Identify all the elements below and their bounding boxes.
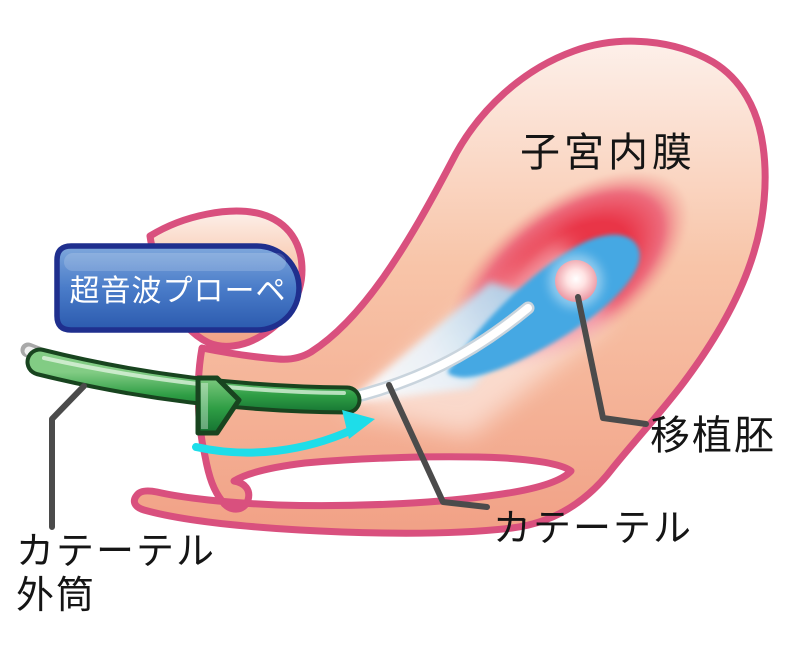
- ultrasound-probe: [54, 243, 302, 333]
- sheath-label-line1: カテーテル: [16, 531, 217, 573]
- embryo: [555, 260, 597, 302]
- insertion-arrow-icon: [192, 426, 356, 457]
- insertion-arrowhead-icon: [342, 410, 375, 439]
- probe-sheen: [64, 253, 286, 271]
- embryo-label: 移植胚: [650, 414, 776, 458]
- catheter-sheath: [29, 351, 358, 411]
- sheath-label-line2: 外筒: [16, 575, 97, 618]
- catheter-sheath-highlight: [42, 356, 346, 395]
- endometrium-label: 子宮内膜: [520, 131, 696, 175]
- leader-line-embryo: [575, 294, 649, 427]
- sheath-label: カテーテル 外筒: [16, 530, 216, 618]
- catheter-line: [346, 304, 532, 402]
- probe-label: 超音波プローペ: [69, 275, 287, 308]
- leader-line-catheter: [386, 382, 490, 510]
- sheath-flange-highlight: [201, 383, 208, 429]
- sheath-flange: [195, 375, 242, 436]
- leader-line-sheath: [49, 383, 87, 530]
- catheter-label: カテーテル: [493, 508, 694, 550]
